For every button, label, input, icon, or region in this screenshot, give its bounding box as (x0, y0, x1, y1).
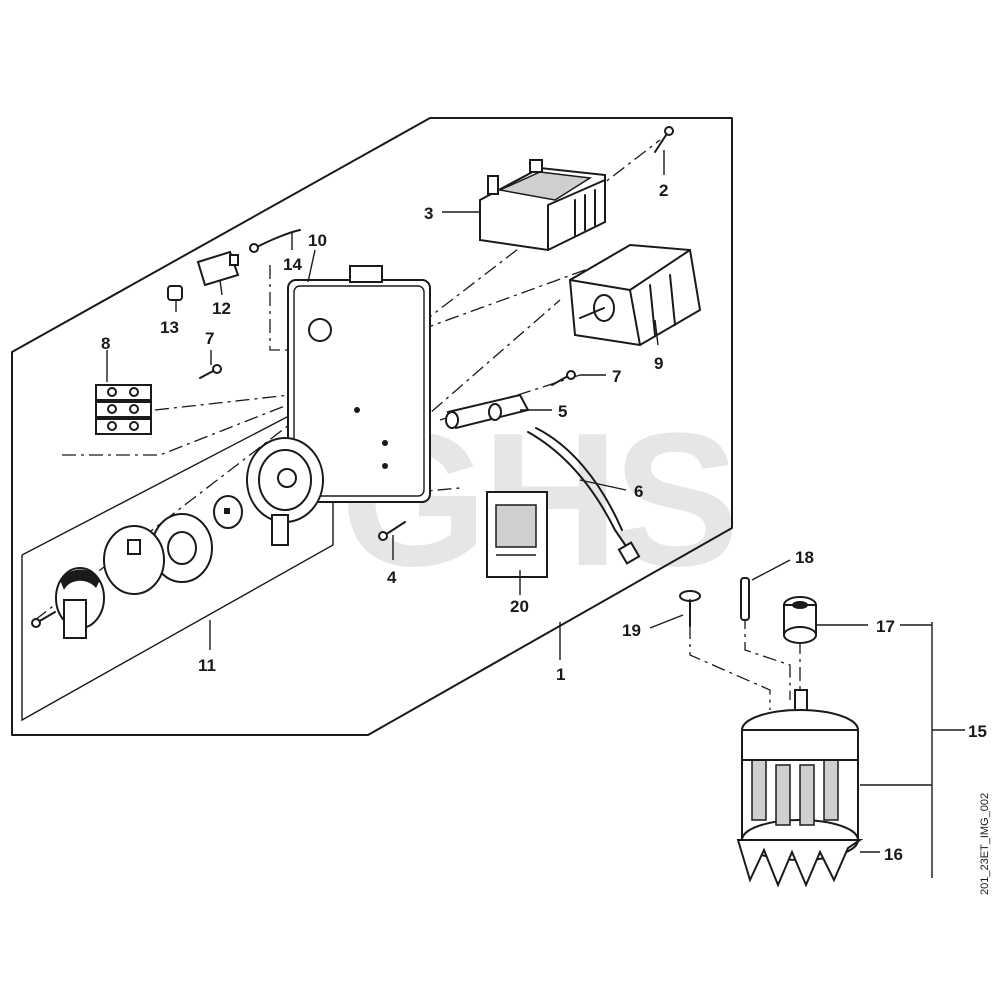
image-reference-code: 201_23ET_IMG_002 (979, 792, 991, 895)
callout-labels: 1 2 3 4 5 6 7 7 8 9 10 11 12 13 14 15 16… (101, 181, 987, 864)
knob-subassembly-frame (21, 391, 334, 722)
assembly-frame-outline (11, 117, 733, 736)
terminal-block-part-8 (95, 384, 152, 435)
screw-part-7-upper (199, 364, 222, 379)
callout-4: 4 (387, 568, 397, 587)
callout-5: 5 (558, 402, 567, 421)
knob-housing (246, 437, 324, 546)
mounting-plate-part-10 (287, 265, 431, 503)
screw-part-2 (654, 126, 674, 153)
bushing-part-17 (783, 596, 817, 644)
power-cord-part-6 (527, 427, 641, 565)
callout-14: 14 (283, 255, 302, 274)
pin-part-18 (740, 577, 750, 621)
label-decal-part-20 (486, 491, 548, 578)
callout-leader-lines (106, 150, 965, 878)
callout-18: 18 (795, 548, 814, 567)
callout-3: 3 (424, 204, 433, 223)
bracket-part-5 (445, 393, 530, 430)
screw-part-7-right (551, 370, 576, 386)
fan-part-16 (736, 839, 864, 888)
callout-7-right: 7 (612, 367, 621, 386)
screw-part-4 (378, 521, 406, 541)
wire-part-14 (249, 229, 301, 253)
knob-screw (31, 611, 56, 628)
callout-7-upper: 7 (205, 329, 214, 348)
stator-assembly-part-15 (741, 689, 859, 861)
switch-module-part-3 (479, 159, 606, 252)
callout-8: 8 (101, 334, 110, 353)
notched-disc-part (103, 525, 165, 595)
motor-part-9 (568, 243, 702, 347)
callout-16: 16 (884, 845, 903, 864)
callout-9: 9 (654, 354, 663, 373)
callout-6: 6 (634, 482, 643, 501)
callout-20: 20 (510, 597, 529, 616)
control-knob-part (55, 567, 105, 639)
callout-2: 2 (659, 181, 668, 200)
callout-15: 15 (968, 722, 987, 741)
callout-12: 12 (212, 299, 231, 318)
screw-part-19 (679, 590, 701, 627)
small-disc-part (213, 495, 243, 529)
callout-1: 1 (556, 665, 565, 684)
callout-11: 11 (198, 656, 216, 675)
cam-disc-part (151, 513, 213, 583)
capacitor-part-12 (196, 250, 240, 287)
callout-19: 19 (622, 621, 641, 640)
callout-17: 17 (876, 617, 895, 636)
fuse-part-13 (167, 285, 183, 301)
callout-13: 13 (160, 318, 179, 337)
callout-10: 10 (308, 231, 327, 250)
